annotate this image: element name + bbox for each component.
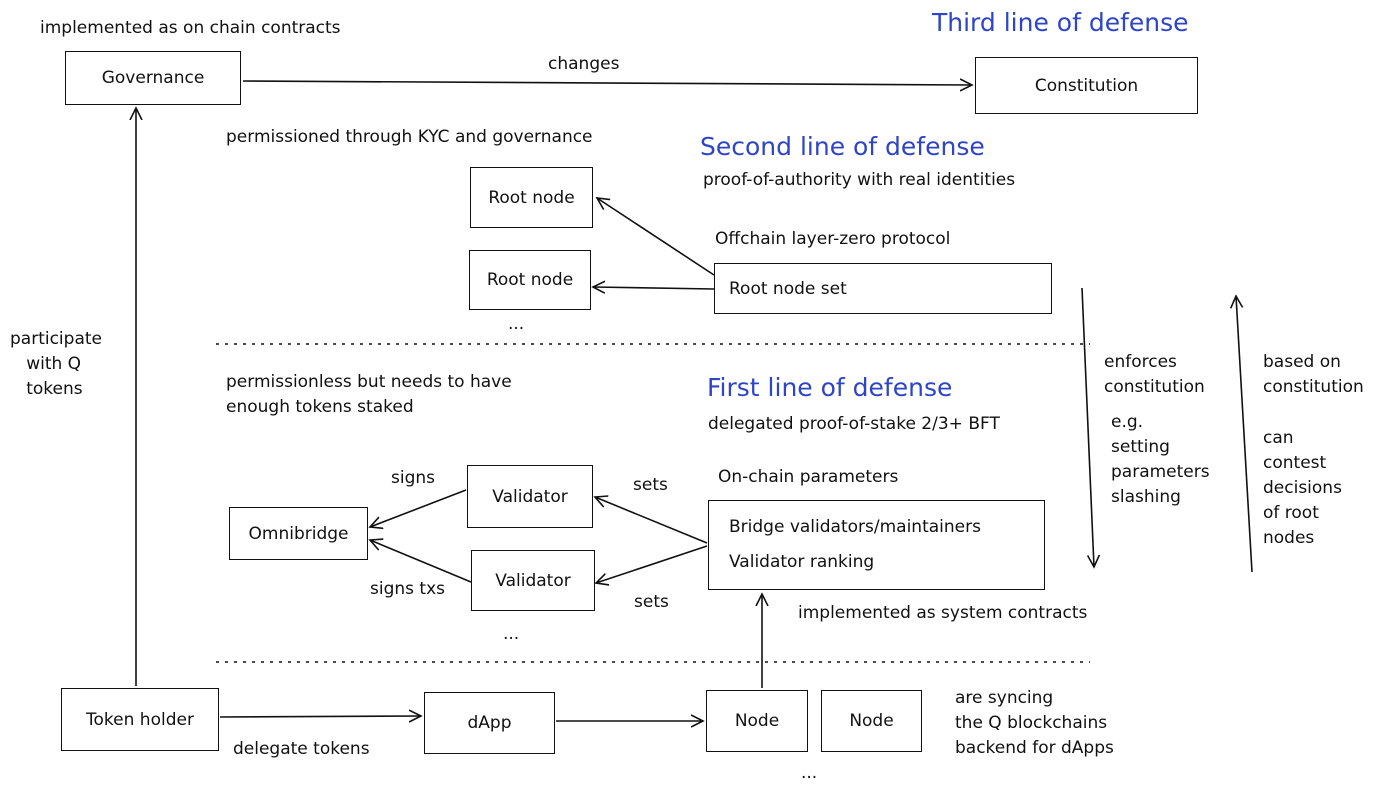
system-contracts-note: implemented as system contracts [798,603,1088,623]
arrow-tokenholder-to-dapp [219,716,421,717]
arrow-params-to-validator1 [595,497,708,544]
root-node-set-box: Root node set [714,263,1052,314]
bridge-validators-label: Bridge validators/maintainers [729,517,981,537]
root-node-label: Root node [486,270,574,290]
arrow-governance-to-constitution [242,81,972,85]
root-node-ellipsis: ... [508,314,525,334]
governance-label: Governance [101,68,205,88]
onchain-contracts-note: implemented as on chain contracts [40,18,341,38]
arrow-validator2-to-omnibridge [370,540,472,583]
omnibridge-label: Omnibridge [248,523,349,544]
root-node-box-1: Root node [470,167,593,228]
validator-box-1: Validator [467,465,593,528]
permissionless-note: permissionless but needs to have enough … [226,372,512,417]
arrow-params-to-validator2 [596,545,708,583]
constitution-box: Constitution [975,57,1198,114]
token-holder-label: Token holder [86,709,194,730]
arrow-rootset-to-rootnode-1 [597,198,715,276]
heading-second-line: Second line of defense [700,132,985,161]
offchain-note: Offchain layer-zero protocol [715,229,951,249]
permissioned-note: permissioned through KYC and governance [226,127,593,147]
node-label: Node [734,711,780,731]
signs-label: signs [391,468,436,488]
node-box-2: Node [821,690,922,752]
heading-first-line: First line of defense [707,373,953,402]
root-node-set-label: Root node set [729,278,847,299]
validator-label: Validator [495,570,571,591]
node-label: Node [849,711,894,731]
contest-note: can contest decisions of root nodes [1263,428,1342,548]
governance-box: Governance [65,51,241,105]
node-ellipsis: ... [801,763,818,783]
onchain-parameters-title: On-chain parameters [718,467,899,487]
arrow-based-on-up [1236,296,1253,573]
heading-third-line: Third line of defense [932,8,1189,37]
omnibridge-box: Omnibridge [229,507,368,560]
participate-note: participate with Q tokens [10,329,102,399]
based-on-note: based on constitution [1263,352,1364,397]
arrow-rootset-to-rootnode-2 [593,287,715,289]
root-node-box-2: Root node [469,250,591,310]
dpos-note: delegated proof-of-stake 2/3+ BFT [708,414,1000,434]
dapp-box: dApp [424,692,555,754]
root-node-label: Root node [488,187,575,208]
poa-note: proof-of-authority with real identities [703,170,1016,190]
changes-label: changes [548,54,620,74]
signs-txs-label: signs txs [370,579,445,599]
sets-label-1: sets [633,475,668,495]
syncing-note: are syncing the Q blockchains backend fo… [955,688,1114,758]
arrow-enforces-down [1081,287,1094,567]
validator-label: Validator [492,486,568,507]
examples-note: e.g. setting parameters slashing [1111,412,1210,507]
enforces-note: enforces constitution [1104,352,1205,397]
validator-ranking-label: Validator ranking [729,552,875,572]
validator-box-2: Validator [471,550,595,611]
node-box-1: Node [706,690,808,752]
delegate-tokens-label: delegate tokens [233,739,370,759]
token-holder-box: Token holder [61,688,219,751]
sets-label-2: sets [634,592,669,612]
arrow-validator1-to-omnibridge [370,489,467,527]
validator-ellipsis: ... [503,624,520,644]
onchain-parameters-box: Bridge validators/maintainers Validator … [708,500,1045,590]
dapp-label: dApp [467,713,512,733]
constitution-label: Constitution [1034,75,1139,96]
